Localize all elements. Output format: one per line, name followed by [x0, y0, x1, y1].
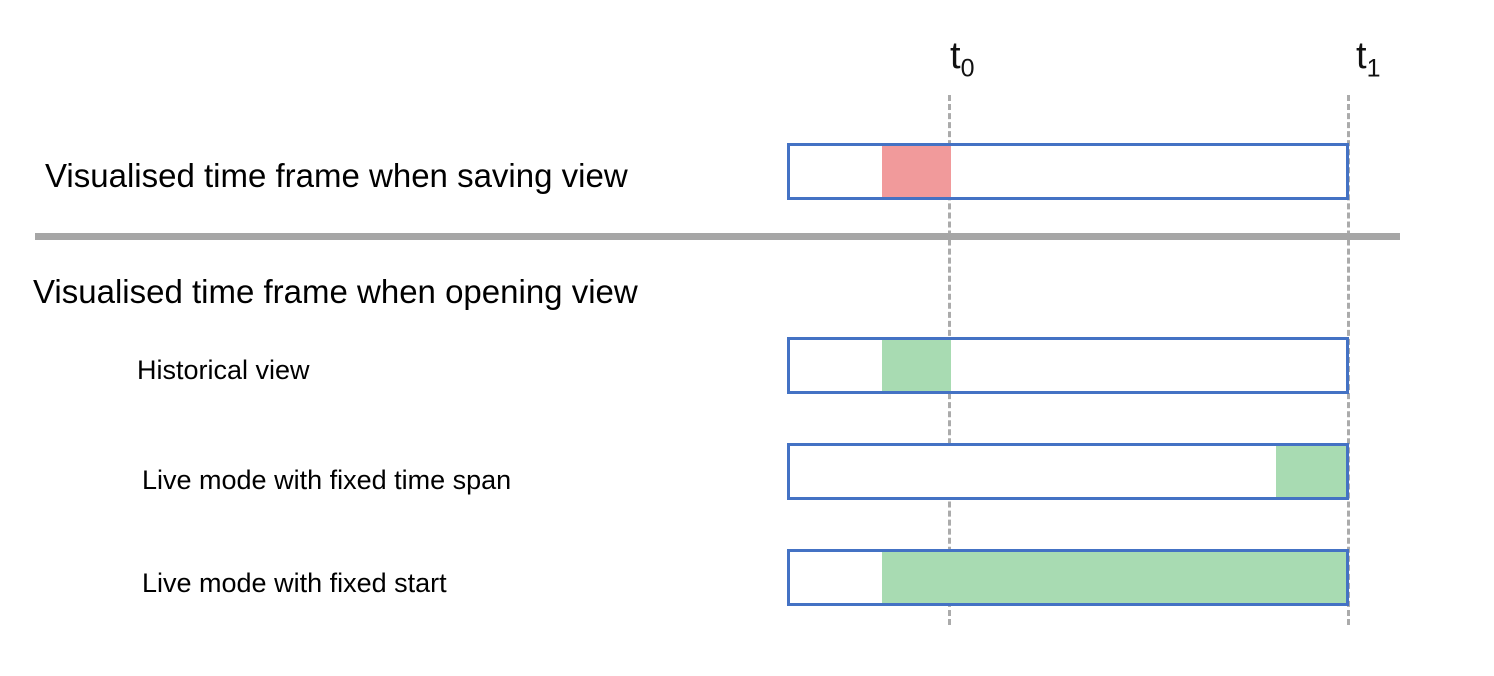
- t1-label: t1: [1356, 34, 1380, 81]
- section-title-saving-view: Visualised time frame when saving view: [45, 157, 628, 194]
- t0-label: t0: [950, 34, 974, 81]
- row-label-live-mode-fixed-time-span: Live mode with fixed time span: [142, 465, 512, 495]
- row-label-live-mode-fixed-start: Live mode with fixed start: [142, 568, 447, 598]
- highlight-segment-red: [882, 146, 952, 197]
- section-title-opening-view: Visualised time frame when opening view: [33, 273, 638, 310]
- time-frame-bar-live-mode-fixed-time-span: [787, 443, 1349, 500]
- time-frame-bar-historical-view: [787, 337, 1349, 394]
- highlight-segment-green: [1275, 446, 1346, 497]
- time-frame-bar-live-mode-fixed-start: [787, 549, 1349, 606]
- time-frame-bar-saving-view: [787, 143, 1349, 200]
- section-divider-line: [35, 233, 1400, 240]
- highlight-segment-green: [882, 340, 952, 391]
- t1-subscript: 1: [1366, 54, 1381, 83]
- t1-base: t: [1356, 35, 1367, 77]
- row-label-historical-view: Historical view: [137, 355, 310, 385]
- t0-subscript: 0: [960, 54, 975, 83]
- t0-base: t: [950, 35, 961, 77]
- highlight-segment-green: [882, 552, 1346, 603]
